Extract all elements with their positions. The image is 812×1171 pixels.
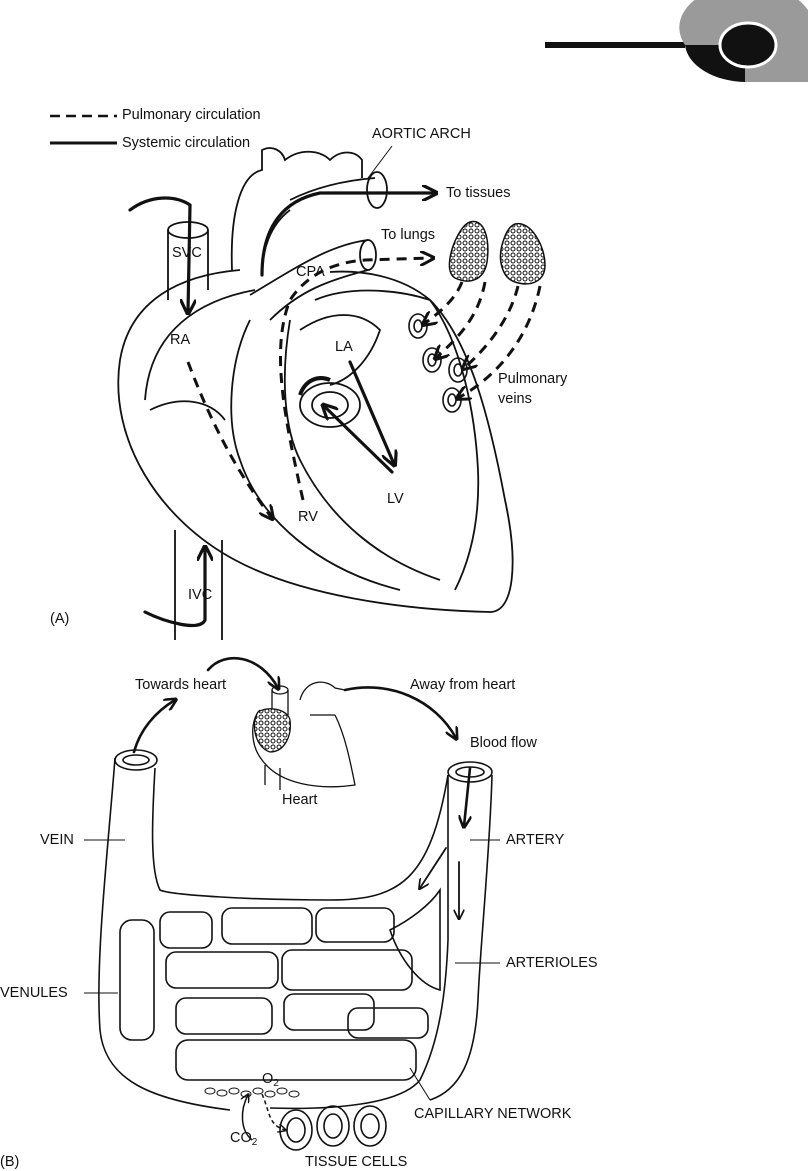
pulmonary-veins-label-2: veins bbox=[498, 392, 532, 407]
lv-label: LV bbox=[387, 492, 404, 507]
away-from-heart-label: Away from heart bbox=[410, 678, 515, 693]
legend-systemic-label: Systemic circulation bbox=[122, 136, 250, 151]
o2-label: O2 bbox=[262, 1072, 279, 1089]
legend-pulmonary-label: Pulmonary circulation bbox=[122, 108, 261, 123]
svc-label: SVC bbox=[172, 246, 202, 261]
left-lung-icon bbox=[449, 222, 487, 282]
panel-b-flow-arrows bbox=[134, 658, 470, 918]
o2-arrow bbox=[262, 1094, 285, 1130]
capillary-network-label: CAPILLARY NETWORK bbox=[414, 1107, 571, 1122]
to-lungs-label: To lungs bbox=[381, 228, 435, 243]
arterioles-label: ARTERIOLES bbox=[506, 956, 598, 971]
o2-subscript: 2 bbox=[273, 1078, 279, 1089]
aortic-arch-label: AORTIC ARCH bbox=[372, 127, 471, 142]
co2-text: CO bbox=[230, 1130, 252, 1146]
towards-heart-label: Towards heart bbox=[135, 678, 226, 693]
heart-label: Heart bbox=[282, 793, 317, 808]
leader-lines bbox=[84, 840, 500, 1100]
o2-text: O bbox=[262, 1071, 273, 1087]
co2-subscript: 2 bbox=[252, 1137, 258, 1148]
small-heart-icon bbox=[253, 682, 355, 790]
la-label: LA bbox=[335, 340, 353, 355]
rv-label: RV bbox=[298, 510, 318, 525]
venules-label: VENULES bbox=[0, 986, 68, 1001]
tissue-cells-label: TISSUE CELLS bbox=[305, 1155, 407, 1170]
panel-a-tag: (A) bbox=[50, 612, 69, 627]
panel-b-tag: (B) bbox=[0, 1155, 19, 1170]
co2-label: CO2 bbox=[230, 1131, 257, 1148]
pulmonary-flow-arrows bbox=[188, 258, 540, 518]
tissue-cells-icon bbox=[280, 1106, 386, 1150]
pulmonary-veins-label-1: Pulmonary bbox=[498, 372, 567, 387]
ra-label: RA bbox=[170, 333, 190, 348]
to-tissues-label: To tissues bbox=[446, 186, 510, 201]
vein-label: VEIN bbox=[40, 833, 74, 848]
right-lung-icon bbox=[501, 224, 545, 284]
ivc-label: IVC bbox=[188, 588, 212, 603]
artery-label: ARTERY bbox=[506, 833, 564, 848]
corner-emblem bbox=[545, 0, 808, 82]
red-blood-cells bbox=[205, 1088, 299, 1097]
blood-flow-label: Blood flow bbox=[470, 736, 537, 751]
cpa-label: CPA bbox=[296, 265, 325, 280]
